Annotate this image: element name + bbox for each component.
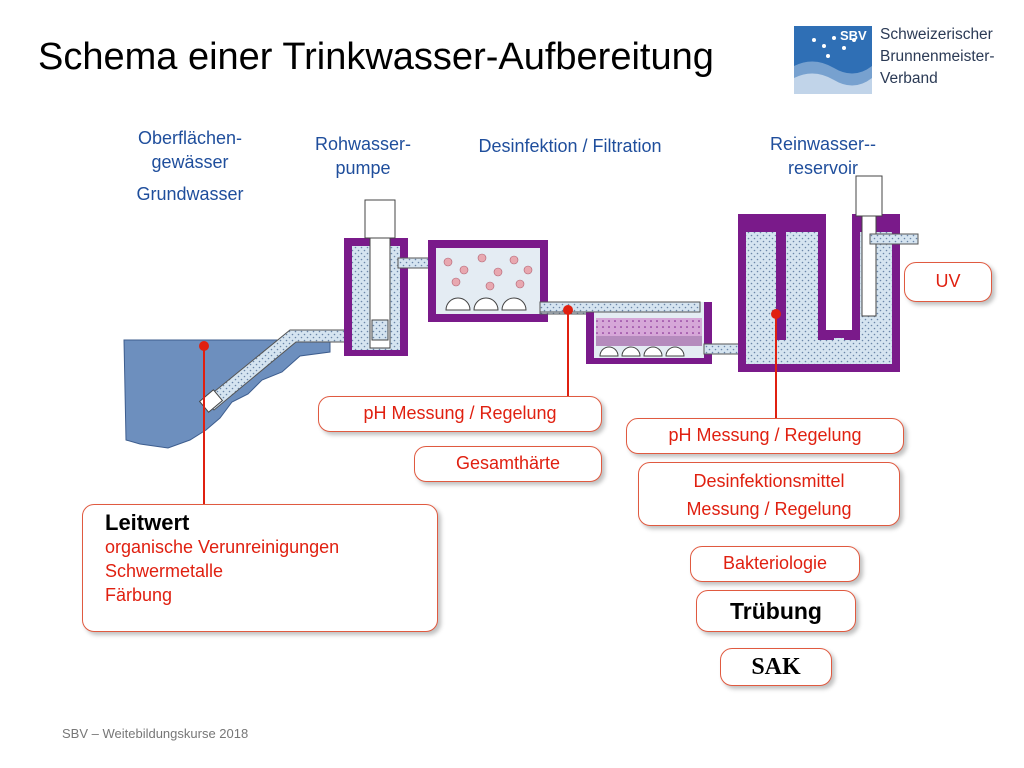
disinfectant-line: Desinfektionsmittel	[693, 471, 845, 491]
logo-abbr: SBV	[840, 28, 867, 43]
bacteriology-box: Bakteriologie	[690, 546, 860, 582]
label-line: Reinwasser--	[769, 134, 877, 154]
label-line: reservoir	[787, 158, 858, 178]
reservoir-pump-motor	[855, 175, 883, 217]
source-parameters-box: Leitwert organische Verunreinigungen Sch…	[82, 504, 438, 632]
label-line: gewässer	[151, 152, 229, 172]
label-disinfection-filtration: Desinfektion / Filtration	[478, 136, 662, 156]
label-clean-water-reservoir: Reinwasser-- reservoir	[748, 132, 898, 180]
turbidity-box: Trübung	[696, 590, 856, 632]
sak-box: SAK	[720, 648, 832, 686]
sbv-logo: SBV	[794, 26, 872, 94]
label-line: pumpe	[335, 158, 391, 178]
disinfectant-line: Messung / Regelung	[686, 499, 852, 519]
logo-line: Brunnenmeister-	[880, 48, 995, 65]
ph-measurement-box-right: pH Messung / Regelung	[626, 418, 904, 454]
conductivity-heading: Leitwert	[105, 510, 190, 535]
source-parameter-item: organische Verunreinigungen	[105, 537, 340, 557]
disinfectant-box: Desinfektionsmittel Messung / Regelung	[638, 462, 900, 526]
label-line: Rohwasser-	[314, 134, 412, 154]
source-parameter-item: Schwermetalle	[105, 561, 224, 581]
label-line: Oberflächen-	[137, 128, 243, 148]
source-parameter-item: Färbung	[105, 585, 173, 605]
page-title: Schema einer Trinkwasser-Aufbereitung	[38, 36, 714, 78]
ph-measurement-box-left: pH Messung / Regelung	[318, 396, 602, 432]
label-raw-water-pump: Rohwasser- pumpe	[300, 132, 426, 180]
logo-text: Schweizerischer Brunnenmeister- Verband	[880, 24, 995, 90]
uv-box: UV	[904, 262, 992, 302]
pump-motor	[364, 199, 396, 239]
logo-line: Verband	[880, 70, 938, 87]
total-hardness-box: Gesamthärte	[414, 446, 602, 482]
label-groundwater: Grundwasser	[136, 184, 244, 204]
label-surface-water: Oberflächen- gewässer Grundwasser	[118, 126, 262, 206]
logo-line: Schweizerischer	[880, 26, 993, 43]
footer: SBV – Weitebildungskurse 2018	[62, 726, 249, 741]
